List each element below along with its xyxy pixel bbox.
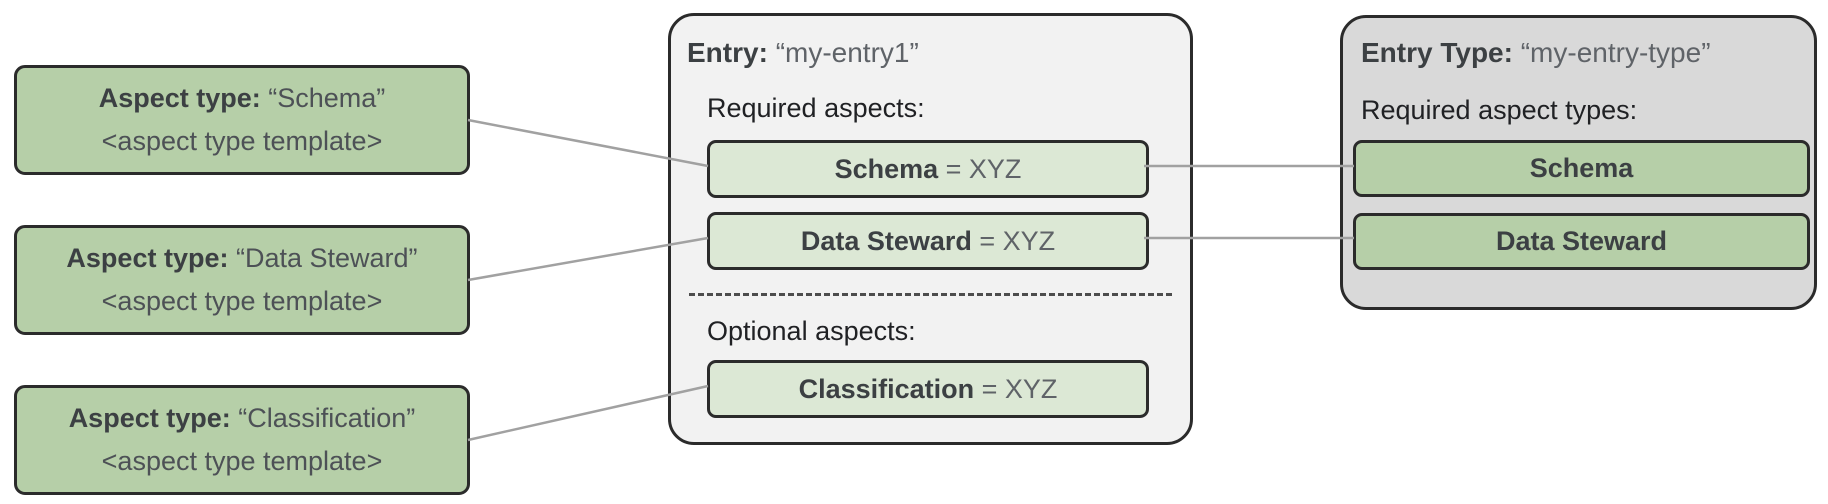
aspect-value: = XYZ [974, 373, 1058, 404]
required-aspect-types-label: Required aspect types: [1361, 95, 1638, 125]
entry-type-name: “my-entry-type” [1520, 37, 1711, 68]
required-aspect-type-data-steward: Data Steward [1353, 213, 1810, 270]
entry-name: “my-entry1” [775, 37, 919, 68]
aspect-type-box-title: Aspect type: “Data Steward” [66, 245, 417, 272]
aspect-type-name: Data Steward [1495, 226, 1668, 256]
aspect-type-box-title: Aspect type: “Classification” [69, 405, 416, 432]
aspect-type-template: <aspect type template> [101, 286, 383, 316]
aspect-type-template: <aspect type template> [101, 446, 383, 476]
aspect-type-box-schema: Aspect type: “Schema” <aspect type templ… [14, 65, 470, 175]
aspect-type-name: “Data Steward” [235, 243, 418, 273]
entry-type-label: Entry Type: [1361, 37, 1513, 68]
entry-type-panel-title: Entry Type: “my-entry-type” [1361, 37, 1711, 69]
entry-label: Entry: [687, 37, 768, 68]
aspect-name: Schema [834, 153, 939, 184]
aspect-type-name: “Classification” [238, 403, 416, 433]
aspect-type-label: Aspect type: [98, 83, 261, 113]
aspect-type-box-title: Aspect type: “Schema” [99, 85, 386, 112]
entry-type-panel: Entry Type: “my-entry-type” Required asp… [1340, 15, 1817, 310]
aspect-type-template: <aspect type template> [101, 126, 383, 156]
aspect-type-label: Aspect type: [66, 243, 229, 273]
aspect-value: = XYZ [971, 225, 1056, 256]
aspect-type-name: “Schema” [268, 83, 386, 113]
required-aspect-data-steward: Data Steward = XYZ [707, 212, 1149, 270]
optional-aspect-classification: Classification = XYZ [707, 360, 1149, 418]
required-aspect-schema: Schema = XYZ [707, 140, 1149, 198]
required-aspect-type-schema: Schema [1353, 140, 1810, 197]
aspect-name: Classification [798, 373, 975, 404]
optional-aspects-label: Optional aspects: [707, 316, 916, 346]
entry-panel-title: Entry: “my-entry1” [687, 37, 919, 69]
aspect-type-box-data-steward: Aspect type: “Data Steward” <aspect type… [14, 225, 470, 335]
required-aspects-label: Required aspects: [707, 93, 925, 123]
required-optional-divider [689, 293, 1172, 296]
aspect-value: = XYZ [938, 153, 1022, 184]
aspect-type-label: Aspect type: [68, 403, 231, 433]
entry-panel: Entry: “my-entry1” Required aspects: Sch… [668, 13, 1193, 445]
aspect-type-name: Schema [1529, 153, 1634, 183]
aspect-type-box-classification: Aspect type: “Classification” <aspect ty… [14, 385, 470, 495]
aspect-name: Data Steward [800, 225, 972, 256]
